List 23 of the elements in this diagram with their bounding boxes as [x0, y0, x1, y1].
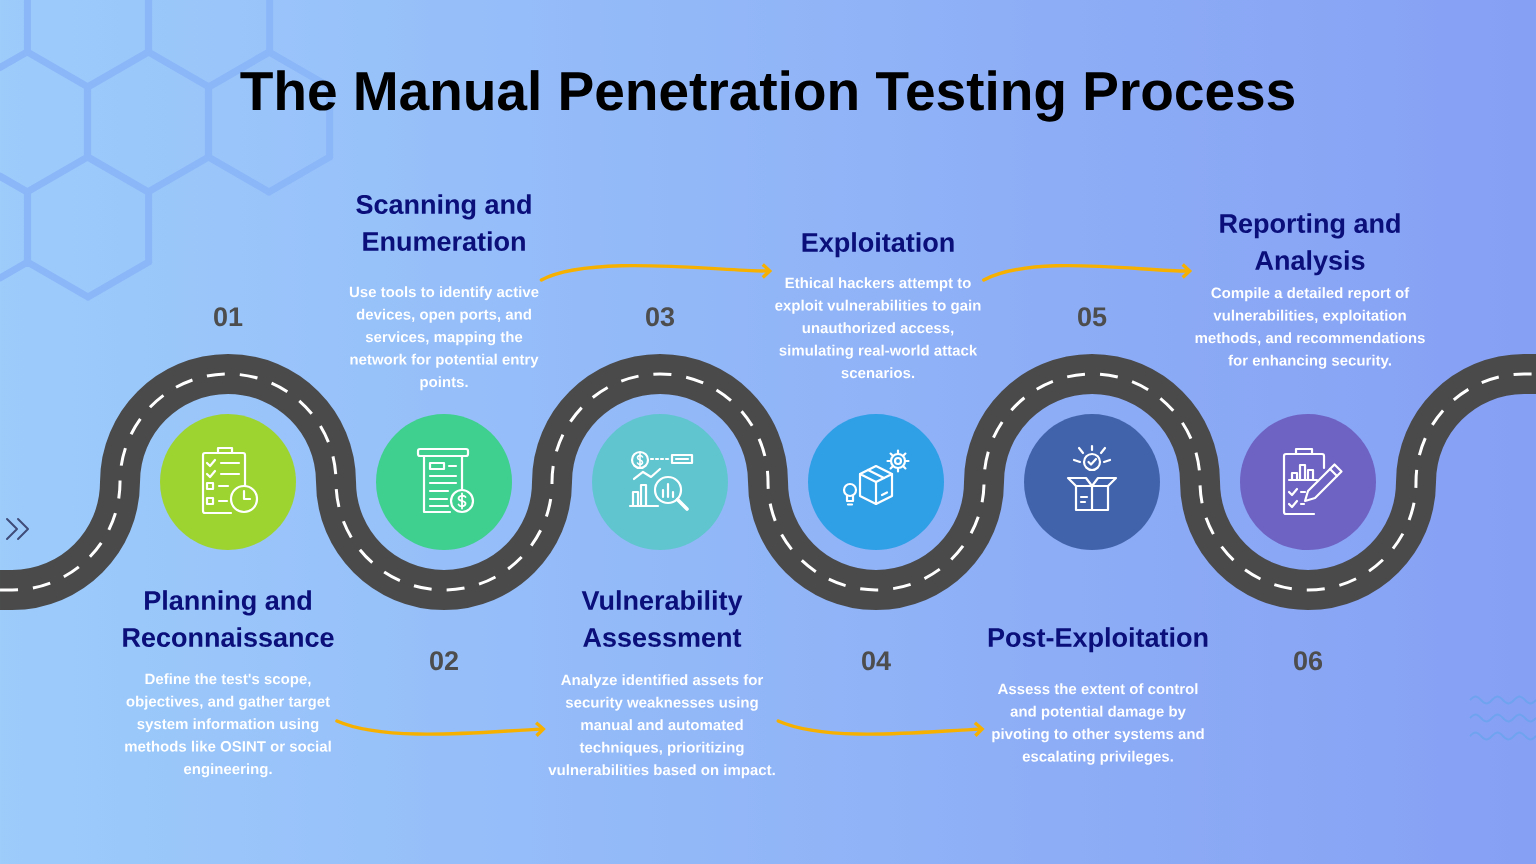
step-description: Analyze identified assets for security weaknesses using manual and automated techniques, prioritizing vulnerabilities based on impact.	[548, 674, 775, 779]
step-title: Vulnerability Assessment	[581, 590, 743, 647]
arrow	[539, 263, 773, 282]
step-number: 02	[430, 651, 458, 671]
step-number: 04	[862, 651, 891, 671]
arrow	[982, 263, 1193, 282]
step-number: 01	[214, 307, 243, 327]
step-description: Assess the extent of control and potential damage by pivoting to other systems and escalating privileges.	[992, 683, 1204, 765]
step-description: Compile a detailed report of vulnerabilities, exploitation methods, and recommendations for enhancing security.	[1195, 287, 1425, 369]
step-title: Planning and Reconnaissance	[123, 590, 334, 647]
step-number: 06	[1294, 651, 1323, 671]
step-title: Scanning and Enumeration	[356, 194, 531, 251]
arrow	[335, 719, 546, 737]
step-description: Define the test's scope, objectives, and gather target system information using methods like OSINT or social engineering.	[125, 673, 331, 778]
title: The Manual Penetration Testing Process	[240, 70, 1294, 122]
step-title: Post-Exploitation	[988, 627, 1208, 653]
step-description: Ethical hackers attempt to exploit vulnerabilities to gain unauthorized access, simulating real-world attack scenarios.	[775, 277, 981, 379]
step-number: 03	[646, 307, 675, 327]
step-description: Use tools to identify active devices, open ports, and services, mapping the network for potential entry points.	[349, 286, 539, 391]
step-title: Reporting and Analysis	[1220, 213, 1400, 276]
step-title: Exploitation	[802, 232, 954, 258]
step-number: 05	[1078, 307, 1107, 327]
arrow	[776, 719, 985, 737]
